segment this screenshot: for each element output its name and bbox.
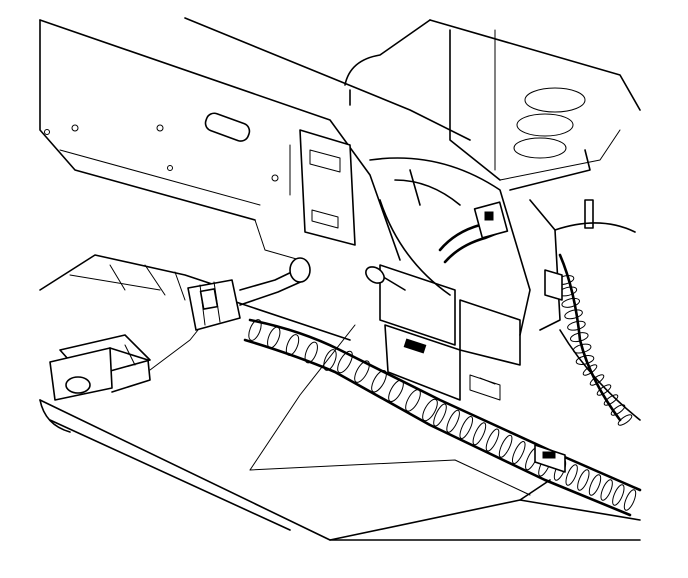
harness-ring bbox=[572, 343, 592, 354]
harness-ring bbox=[600, 479, 613, 501]
harness-ring bbox=[248, 319, 262, 341]
harness-ring bbox=[337, 350, 353, 374]
harness-ring bbox=[511, 441, 526, 464]
harness-ring bbox=[422, 398, 438, 422]
harness-ring bbox=[570, 332, 589, 343]
harness-ring bbox=[433, 403, 447, 427]
harness-ring bbox=[588, 474, 602, 496]
harness-ring bbox=[582, 364, 598, 376]
harness-ring bbox=[498, 434, 513, 458]
harness-ring bbox=[485, 428, 500, 452]
harness-ring bbox=[603, 394, 619, 406]
harness-ring bbox=[617, 414, 633, 426]
mounting-bracket bbox=[289, 129, 356, 246]
harness-ring bbox=[623, 489, 637, 511]
harness-ring bbox=[446, 409, 460, 433]
harness-ring bbox=[304, 341, 318, 364]
harness-ring bbox=[610, 404, 626, 416]
harness-ring bbox=[564, 309, 583, 320]
harness-ring bbox=[612, 484, 625, 506]
harness-ring bbox=[405, 389, 421, 412]
harness-ring bbox=[323, 349, 337, 371]
harness-ring bbox=[472, 422, 487, 446]
harness-ring bbox=[388, 379, 404, 403]
switch-assembly bbox=[49, 329, 199, 401]
harness-ring bbox=[577, 469, 590, 491]
upper-housing bbox=[344, 19, 641, 229]
floor-panel bbox=[39, 254, 641, 541]
right-wire bbox=[438, 201, 633, 426]
inline-connector bbox=[187, 257, 311, 331]
harness-ring bbox=[459, 416, 474, 439]
center-module bbox=[379, 264, 521, 401]
frame-panel bbox=[39, 17, 471, 261]
harness-ring bbox=[589, 374, 605, 386]
harness-ring bbox=[285, 334, 300, 356]
harness-ring bbox=[575, 355, 595, 365]
harness-ring bbox=[561, 297, 580, 308]
harness-ring bbox=[596, 384, 612, 396]
harness-ring bbox=[371, 369, 387, 393]
harness-ring bbox=[567, 320, 586, 331]
small-connector bbox=[365, 266, 406, 291]
harness-ring bbox=[354, 360, 370, 383]
harness-ring bbox=[267, 326, 281, 349]
harness-ring bbox=[565, 464, 578, 486]
main-harness bbox=[243, 318, 642, 517]
right-clip bbox=[534, 269, 566, 473]
